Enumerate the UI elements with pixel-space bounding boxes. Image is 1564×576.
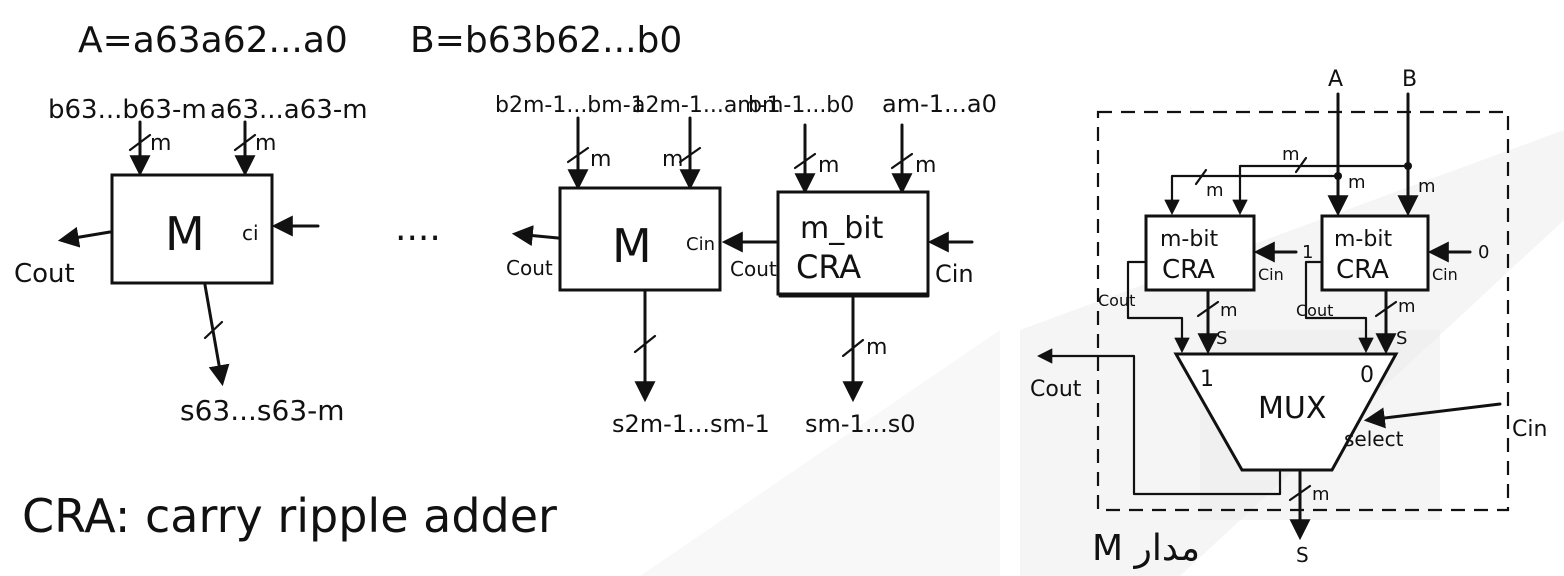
detail-output-width: m xyxy=(1312,484,1330,505)
detail-select-label: select xyxy=(1344,427,1404,451)
cra-output-slash xyxy=(841,338,865,358)
mid-m-box xyxy=(558,186,722,292)
mid-cout-label: Cout xyxy=(506,256,553,280)
detail-s1-width: m xyxy=(1220,300,1238,321)
detail-input-a-label: A xyxy=(1328,67,1343,92)
mid-input-a-label: a2m-1...am-1 xyxy=(632,93,781,118)
left-bus-b-slash xyxy=(128,133,152,152)
detail-caption: M مدار xyxy=(1092,528,1200,569)
cra-line2: CRA xyxy=(796,248,861,286)
detail-mux-in1: 1 xyxy=(1200,367,1214,392)
cra-output-label: sm-1...s0 xyxy=(805,410,915,438)
cra-bus-b-slash xyxy=(793,152,817,170)
left-output-slash xyxy=(203,320,224,340)
detail-cra0-line1: m-bit xyxy=(1334,227,1392,252)
detail-bus-top-slash xyxy=(1294,156,1308,174)
cra-input-b-label: bm-1...b0 xyxy=(748,93,854,118)
detail-cout0-label: Cout xyxy=(1296,301,1333,320)
detail-s0-slash xyxy=(1374,300,1398,318)
detail-s0-width: m xyxy=(1398,296,1416,317)
detail-mux xyxy=(1173,352,1399,472)
cra-output-width: m xyxy=(866,335,887,360)
mid-bus-b-width: m xyxy=(590,147,611,172)
detail-s1-label: S xyxy=(1216,328,1227,349)
detail-bus-top-width: m xyxy=(1282,144,1300,165)
detail-output-slash xyxy=(1288,484,1312,502)
detail-cra0-cin-value: 0 xyxy=(1478,242,1489,263)
detail-s0-label: S xyxy=(1396,328,1407,349)
left-bus-a-slash xyxy=(233,133,257,152)
detail-cra0-cin-label: Cin xyxy=(1432,265,1458,284)
mid-output-label: s2m-1...sm-1 xyxy=(612,410,770,438)
mid-m-label: M xyxy=(612,219,652,273)
legend-cra: CRA: carry ripple adder xyxy=(22,489,557,543)
cra-cin-label: Cin xyxy=(935,260,974,288)
detail-cout1-wire xyxy=(1126,260,1190,354)
detail-cra1-cin-value: 1 xyxy=(1302,242,1313,263)
detail-cin-label: Cin xyxy=(1512,417,1547,442)
detail-cra1-cin-label: Cin xyxy=(1258,265,1284,284)
detail-bus-1-slash xyxy=(1194,168,1208,186)
cra-input-a-label: am-1...a0 xyxy=(882,90,997,118)
detail-cout0-wire xyxy=(1304,260,1374,354)
left-input-a-label: a63...a63-m xyxy=(210,95,368,125)
detail-cra0-box xyxy=(1320,214,1430,292)
equation-a: A=a63a62...a0 xyxy=(78,20,348,61)
mid-cin-label: Cin xyxy=(686,234,715,255)
detail-junction-a xyxy=(1334,172,1342,180)
m-detail-boundary xyxy=(1096,110,1510,512)
detail-b-to-cra1 xyxy=(1232,164,1410,216)
m-detail: A B m m m m m-bit CRA 1 Cin m-bit CRA 0 … xyxy=(1030,67,1547,569)
left-input-b-label: b63...b63-m xyxy=(48,95,207,125)
mid-bus-a-slash xyxy=(678,146,702,164)
left-output-arrow xyxy=(203,283,230,387)
detail-cout-wire xyxy=(1036,348,1282,496)
detail-a-to-cra1 xyxy=(1164,174,1340,216)
cra-line1: m_bit xyxy=(800,211,884,246)
mid-input-b-label: b2m-1...bm-1 xyxy=(495,93,645,118)
mid-bus-a-width: m xyxy=(662,147,683,172)
cra-box xyxy=(776,190,930,296)
ellipsis: .... xyxy=(395,208,441,249)
left-m-box xyxy=(110,173,274,285)
cra-bus-a-slash xyxy=(890,152,914,170)
cra-block: bm-1...b0 am-1...a0 m m m_bit CRA Cin Co… xyxy=(721,90,997,438)
detail-junction-b xyxy=(1404,162,1412,170)
detail-select-arrow xyxy=(1363,402,1502,429)
detail-output-label: S xyxy=(1296,543,1309,567)
cra-cout-label: Cout xyxy=(730,257,777,281)
mid-bus-b-slash xyxy=(566,146,590,164)
mid-output-slash xyxy=(633,334,657,354)
mid-cout-arrow xyxy=(511,225,560,247)
left-cout-arrow xyxy=(57,226,112,248)
detail-mux-in0: 0 xyxy=(1360,363,1374,388)
left-m-label: M xyxy=(165,207,205,261)
detail-cout1-label: Cout xyxy=(1098,291,1135,310)
left-cout-label: Cout xyxy=(14,259,75,289)
detail-cra0-line2: CRA xyxy=(1336,255,1389,285)
left-cin-label: ci xyxy=(242,221,259,245)
left-bus-b-width: m xyxy=(150,131,171,156)
cra-bus-b-width: m xyxy=(818,153,839,178)
detail-cout-label: Cout xyxy=(1030,377,1082,402)
detail-mux-label: MUX xyxy=(1258,391,1326,426)
equation-b: B=b63b62...b0 xyxy=(410,20,682,61)
left-block: b63...b63-m a63...a63-m m m M ci Cout s6… xyxy=(14,95,368,427)
left-bus-a-width: m xyxy=(255,131,276,156)
detail-bus-1-width: m xyxy=(1206,180,1224,201)
left-output-label: s63...s63-m xyxy=(180,394,345,427)
detail-cra1-line1: m-bit xyxy=(1160,227,1218,252)
cra-bus-a-width: m xyxy=(915,153,936,178)
detail-bus-3-width: m xyxy=(1418,176,1436,197)
detail-cra1-line2: CRA xyxy=(1162,255,1215,285)
middle-block: b2m-1...bm-1 a2m-1...am-1 m m M Cin Cout… xyxy=(495,93,781,438)
detail-s1-slash xyxy=(1196,300,1220,318)
detail-bus-2-width: m xyxy=(1348,172,1366,193)
detail-input-b-label: B xyxy=(1402,67,1417,92)
